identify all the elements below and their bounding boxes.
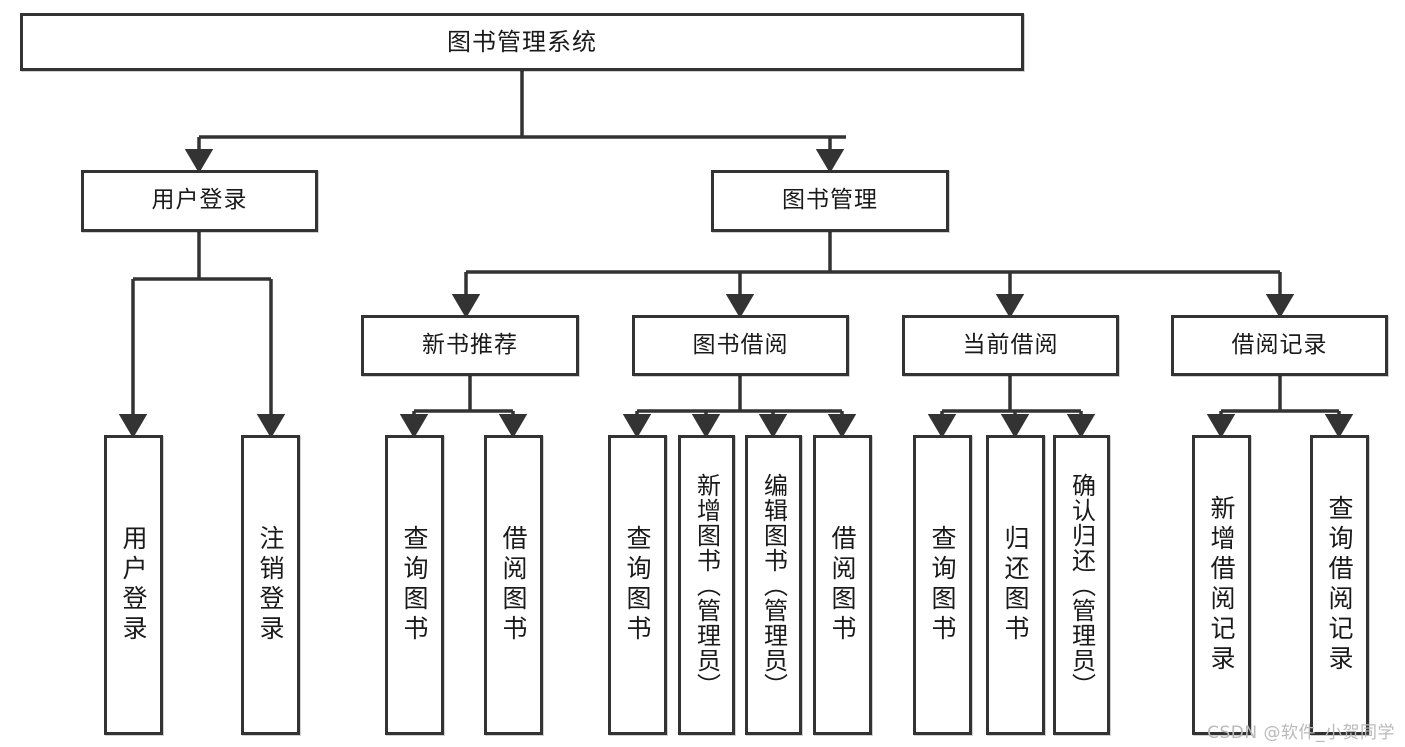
node-borrow-record[interactable]: 借阅记录 [1171,315,1388,376]
node-leaf-query-book-2-label: 查询图书 [623,525,652,645]
node-leaf-borrow-book-2[interactable]: 借阅图书 [813,435,872,735]
node-current-borrow-label: 当前借阅 [962,331,1059,358]
node-leaf-query-book-1[interactable]: 查询图书 [385,435,444,735]
node-leaf-add-book-admin-label: 新增图书（管理员） [692,472,721,698]
node-root-label: 图书管理系统 [447,27,597,56]
node-leaf-return-book-label: 归还图书 [1001,525,1030,645]
node-book-borrow-label: 图书借阅 [692,331,789,358]
node-root[interactable]: 图书管理系统 [20,13,1024,71]
node-leaf-borrow-book-2-label: 借阅图书 [828,525,857,645]
node-book-manage-label: 图书管理 [782,187,878,214]
node-leaf-borrow-book-1-label: 借阅图书 [499,525,528,645]
node-leaf-return-book[interactable]: 归还图书 [986,435,1045,735]
node-leaf-logout-login[interactable]: 注销登录 [241,435,300,735]
node-borrow-record-label: 借阅记录 [1231,331,1328,358]
node-leaf-query-borrow-record-label: 查询借阅记录 [1325,495,1354,675]
node-leaf-borrow-book-1[interactable]: 借阅图书 [484,435,543,735]
node-book-manage[interactable]: 图书管理 [711,170,949,232]
node-leaf-logout-login-label: 注销登录 [256,525,285,645]
node-leaf-query-book-3[interactable]: 查询图书 [913,435,972,735]
node-leaf-edit-book-admin-label: 编辑图书（管理员） [759,472,788,698]
node-leaf-query-book-1-label: 查询图书 [400,525,429,645]
node-leaf-confirm-return-admin[interactable]: 确认归还（管理员） [1053,435,1110,735]
watermark-text: CSDN @软件_小贺同学 [1207,723,1395,743]
node-leaf-add-book-admin[interactable]: 新增图书（管理员） [678,435,735,735]
node-book-borrow[interactable]: 图书借阅 [632,315,849,376]
node-leaf-query-borrow-record[interactable]: 查询借阅记录 [1310,435,1369,735]
node-new-book-recommend[interactable]: 新书推荐 [361,315,579,376]
node-current-borrow[interactable]: 当前借阅 [902,315,1119,376]
node-leaf-add-borrow-record[interactable]: 新增借阅记录 [1192,435,1251,735]
node-leaf-query-book-3-label: 查询图书 [928,525,957,645]
node-leaf-add-borrow-record-label: 新增借阅记录 [1207,495,1236,675]
node-leaf-user-login[interactable]: 用户登录 [104,435,163,735]
node-user-login[interactable]: 用户登录 [81,170,318,232]
node-leaf-edit-book-admin[interactable]: 编辑图书（管理员） [745,435,802,735]
node-user-login-label: 用户登录 [151,187,248,214]
node-new-book-recommend-label: 新书推荐 [422,331,518,358]
node-leaf-confirm-return-admin-label: 确认归还（管理员） [1067,472,1096,698]
node-leaf-user-login-label: 用户登录 [119,525,148,645]
node-leaf-query-book-2[interactable]: 查询图书 [608,435,667,735]
